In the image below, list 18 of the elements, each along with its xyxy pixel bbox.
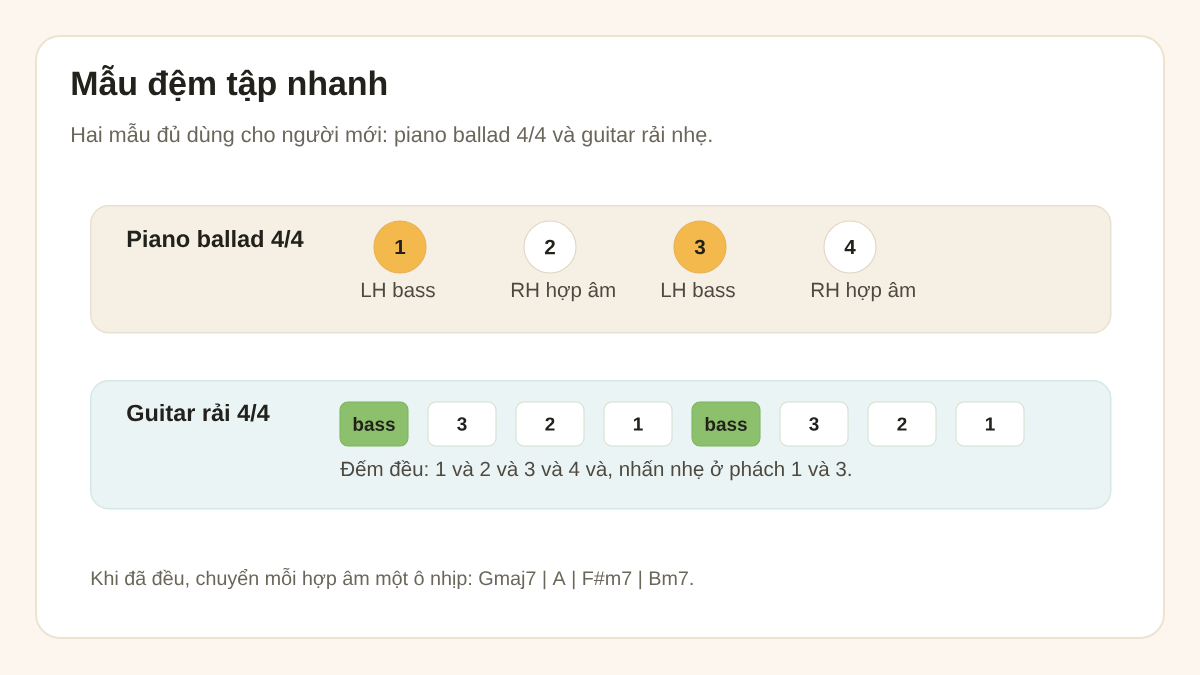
- panel-heading: Piano ballad 4/4: [127, 230, 304, 248]
- beat-box: bass: [339, 401, 409, 447]
- footnote: Khi đã đều, chuyển mỗi hợp âm một ô nhịp: Gmaj7 | A | F#m7 | Bm7.: [91, 567, 693, 590]
- beat-box: 2: [867, 401, 937, 447]
- subtitle: Hai mẫu đủ dùng cho người mới: piano ballad 4/4 và guitar rải nhẹ.: [72, 123, 712, 147]
- beat-box: bass: [691, 401, 761, 447]
- beat-box: 3: [779, 401, 849, 447]
- beat-label: RH hợp âm: [511, 282, 615, 302]
- panel-note: Đếm đều: 1 và 2 và 3 và 4 và, nhấn nhẹ ở phách 1 và 3.: [340, 460, 851, 481]
- beat-box: 3: [427, 401, 497, 447]
- title: Mẫu đệm tập nhanh: [72, 65, 387, 103]
- beat-label: LH bass: [661, 282, 735, 298]
- beat-label: LH bass: [361, 282, 435, 298]
- beat-box: 1: [955, 401, 1025, 447]
- beat-box: 2: [515, 401, 585, 447]
- panel-heading: Guitar rải 4/4: [127, 403, 270, 422]
- beat-label: RH hợp âm: [811, 282, 915, 302]
- beat-box: 1: [603, 401, 673, 447]
